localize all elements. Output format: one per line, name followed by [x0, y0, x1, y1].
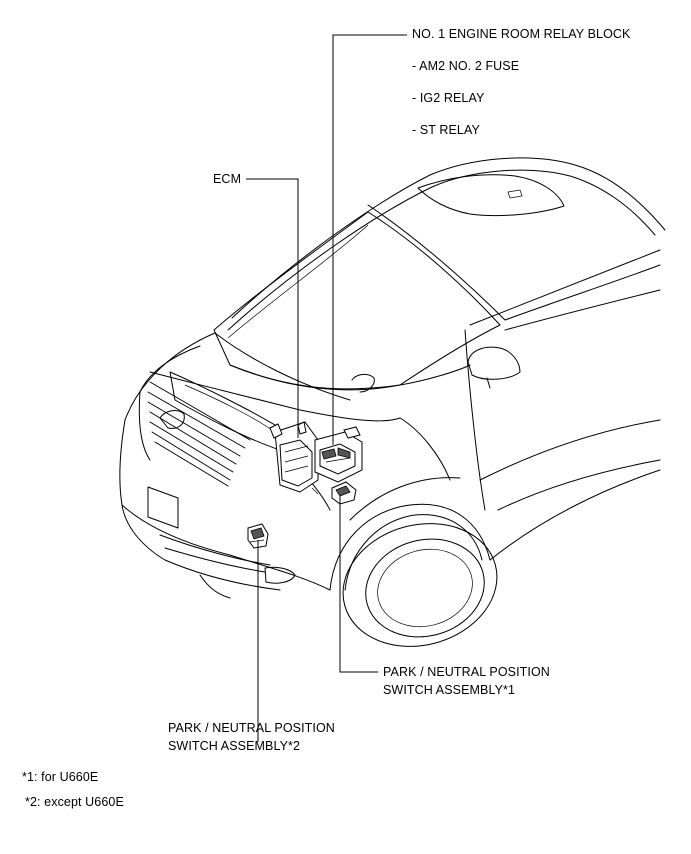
pnp-switch-2-label-line2: SWITCH ASSEMBLY*2 [168, 739, 301, 753]
relay-item-st-relay: - ST RELAY [412, 123, 480, 137]
ecm-leader [246, 178, 299, 438]
footnote-2: *2: except U660E [25, 795, 124, 809]
pnp-switch-1-label-line2: SWITCH ASSEMBLY*1 [383, 683, 516, 697]
footnote-1: *1: for U660E [22, 770, 99, 784]
vehicle-body [119, 157, 666, 647]
pnp-switch-1-leader [339, 496, 378, 673]
relay-block-label: NO. 1 ENGINE ROOM RELAY BLOCK [412, 27, 631, 41]
relay-item-am2-fuse: - AM2 NO. 2 FUSE [412, 59, 520, 73]
pnp-switch-1-component [311, 481, 357, 505]
pnp-switch-2-component [247, 523, 269, 549]
relay-item-ig2-relay: - IG2 RELAY [412, 91, 485, 105]
pnp-switch-2-label-line1: PARK / NEUTRAL POSITION [168, 721, 335, 735]
ecm-component [269, 421, 319, 493]
relay-block-leader [332, 34, 407, 445]
pnp-switch-1-label-line1: PARK / NEUTRAL POSITION [383, 665, 550, 679]
relay-block-component [314, 426, 363, 483]
ecm-label: ECM [213, 172, 242, 186]
